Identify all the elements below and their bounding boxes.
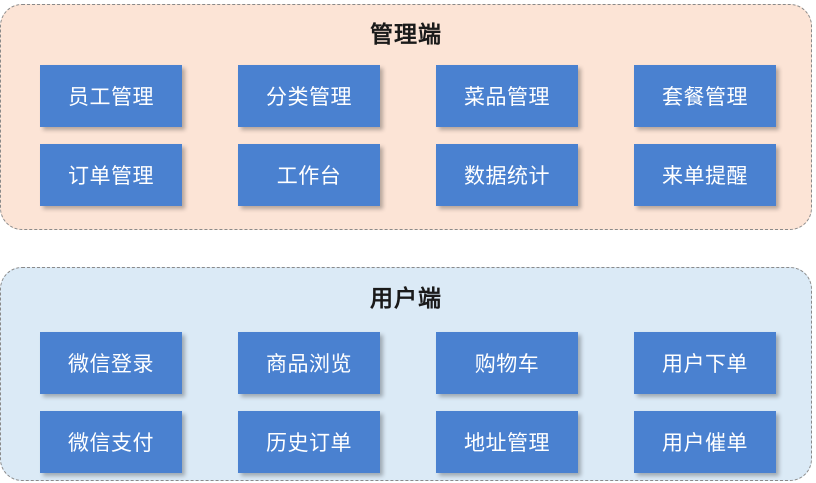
admin-module-employee-management: 员工管理	[40, 65, 182, 127]
user-module-product-browse: 商品浏览	[238, 332, 380, 394]
user-module-wechat-pay: 微信支付	[40, 411, 182, 473]
user-module-order-history: 历史订单	[238, 411, 380, 473]
admin-panel: 管理端 员工管理 分类管理 菜品管理 套餐管理 订单管理 工作台 数据统计 来单…	[0, 4, 812, 230]
admin-module-workbench: 工作台	[238, 144, 380, 206]
admin-module-order-management: 订单管理	[40, 144, 182, 206]
user-module-place-order: 用户下单	[634, 332, 776, 394]
user-panel: 用户端 微信登录 商品浏览 购物车 用户下单 微信支付 历史订单 地址管理 用户…	[0, 267, 812, 481]
admin-panel-title: 管理端	[370, 22, 442, 48]
admin-module-setmeal-management: 套餐管理	[634, 65, 776, 127]
user-module-shopping-cart: 购物车	[436, 332, 578, 394]
admin-module-category-management: 分类管理	[238, 65, 380, 127]
user-module-grid: 微信登录 商品浏览 购物车 用户下单 微信支付 历史订单 地址管理 用户催单	[40, 332, 776, 473]
user-module-wechat-login: 微信登录	[40, 332, 182, 394]
admin-module-grid: 员工管理 分类管理 菜品管理 套餐管理 订单管理 工作台 数据统计 来单提醒	[40, 65, 776, 206]
admin-module-order-alert: 来单提醒	[634, 144, 776, 206]
user-panel-title: 用户端	[370, 286, 442, 312]
user-module-order-reminder: 用户催单	[634, 411, 776, 473]
user-module-address-management: 地址管理	[436, 411, 578, 473]
admin-module-dish-management: 菜品管理	[436, 65, 578, 127]
admin-module-statistics: 数据统计	[436, 144, 578, 206]
